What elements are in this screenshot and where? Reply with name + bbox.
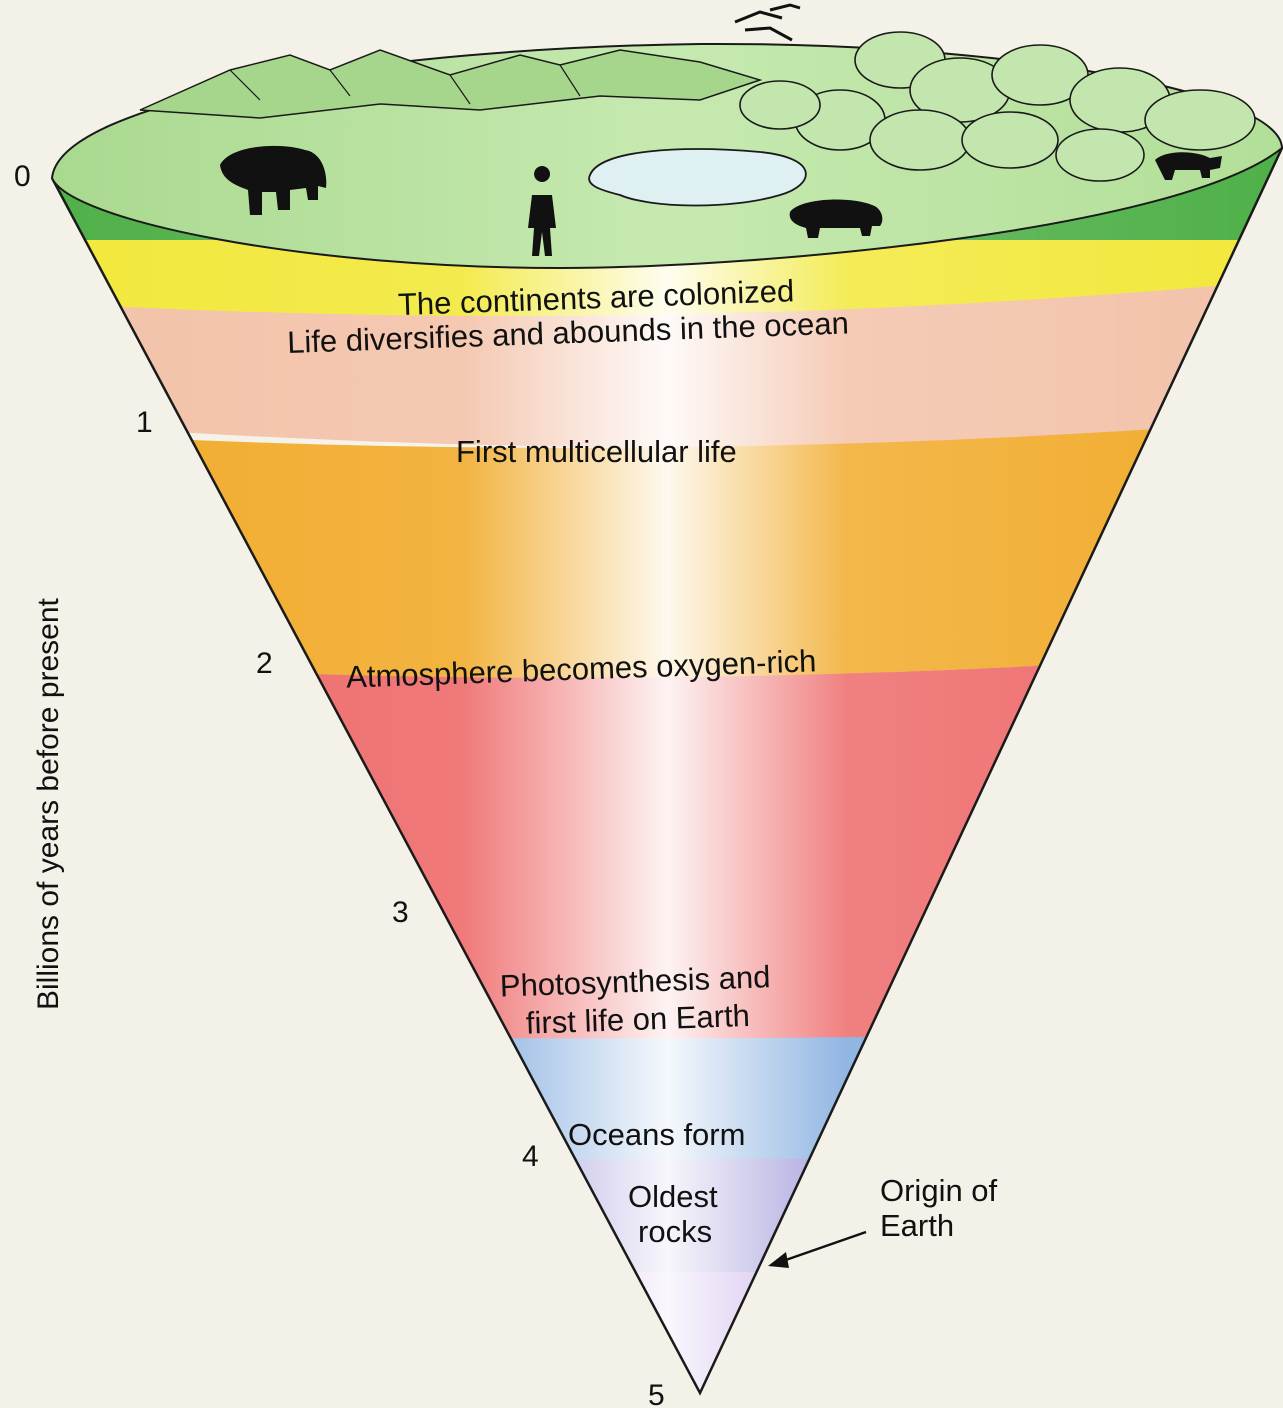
label-multicellular: First multicellular life [456, 434, 737, 469]
tick-1: 1 [136, 406, 153, 439]
label-rocks-2: rocks [638, 1214, 712, 1249]
band-origin [0, 1272, 1283, 1408]
label-rocks-1: Oldest [628, 1179, 718, 1214]
origin-callout: Origin of Earth [768, 1173, 998, 1268]
origin-arrow-line [780, 1232, 866, 1262]
origin-label-2: Earth [880, 1208, 954, 1243]
birds-icon [735, 5, 800, 40]
label-oceans: Oceans form [568, 1117, 745, 1152]
tick-3: 3 [392, 896, 409, 929]
origin-label-1: Origin of [880, 1173, 998, 1208]
tick-4: 4 [522, 1140, 539, 1173]
tick-0: 0 [14, 160, 31, 193]
origin-arrow-head [768, 1252, 789, 1268]
tick-2: 2 [256, 647, 273, 680]
tick-5: 5 [648, 1379, 665, 1408]
axis-label: Billions of years before present [32, 597, 65, 1010]
